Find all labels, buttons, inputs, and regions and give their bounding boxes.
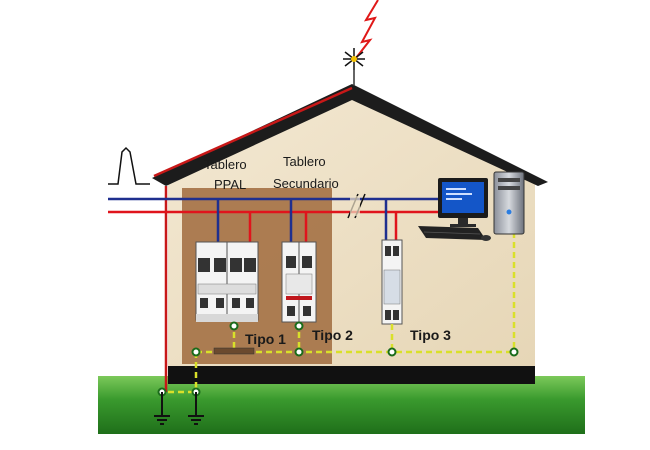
lightning-bolt-icon	[343, 0, 379, 86]
ppal-drops	[216, 199, 252, 242]
tablero-ppal-label-line1: Tablero	[204, 157, 247, 172]
breaker-tipo1	[195, 241, 259, 322]
tablero-sec-label-line1: Tablero	[283, 154, 326, 169]
tipo2-label: Tipo 2	[312, 327, 353, 343]
tipo3-label: Tipo 3	[410, 327, 451, 343]
ground-bus-bar	[213, 347, 255, 355]
ground-area	[98, 376, 585, 434]
desktop-computer-icon	[418, 171, 525, 241]
secondary-drops	[289, 199, 308, 242]
labels: Tablero PPAL Tablero Secundario Tipo 1 T…	[204, 154, 451, 347]
tipo3-drops	[384, 199, 398, 240]
tablero-sec-label-line2: Secundario	[273, 176, 339, 191]
roof-lightning-conductor	[153, 86, 353, 178]
tipo1-label: Tipo 1	[245, 331, 286, 347]
breaker-tipo2	[281, 241, 317, 323]
breaker-tipo3	[381, 239, 403, 325]
supply-lines	[108, 193, 460, 219]
strike-spark-icon	[343, 48, 365, 70]
tablero-ppal-label-line2: PPAL	[214, 177, 246, 192]
ground-symbol-icon	[154, 392, 204, 425]
surge-pulse-icon	[108, 146, 150, 185]
